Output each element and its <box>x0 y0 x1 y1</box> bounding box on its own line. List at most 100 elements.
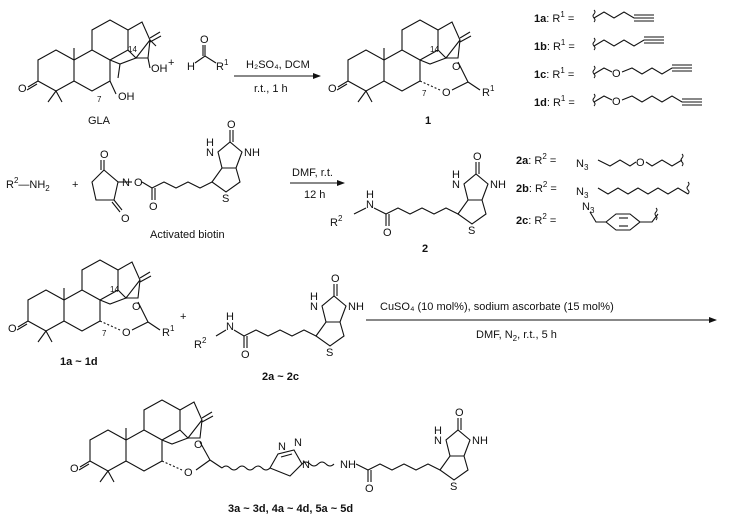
aldehyde-structure <box>194 45 217 64</box>
r1-row-1d: 1d: R1 = <box>534 94 575 109</box>
r3-amide-o: O <box>241 349 250 361</box>
final-product-label: 3a ~ 3d, 4a ~ 4d, 5a ~ 5d <box>228 503 353 515</box>
gla-ketone-o: O <box>18 83 27 95</box>
biotin-s: S <box>222 193 229 205</box>
r2-row-2a: 2a: R2 = <box>516 152 556 167</box>
nhs-o4: O <box>149 201 158 213</box>
nhs-o3: O <box>134 177 143 189</box>
r3-b-n: N <box>310 301 318 313</box>
plus-1: + <box>168 57 174 69</box>
plus-2: + <box>72 179 78 191</box>
p2-biotin-s: S <box>468 225 475 237</box>
r3-b-s: S <box>326 347 333 359</box>
nhs-n: N <box>122 177 130 189</box>
r1-row-1b: 1b: R1 = <box>534 38 575 53</box>
r2-row-2b: 2b: R2 = <box>516 180 557 195</box>
biotin-n: N <box>206 147 214 159</box>
r1-1c-o: O <box>612 68 621 80</box>
p2-n: N <box>366 199 374 211</box>
r3-o1: O <box>132 301 141 313</box>
cond1-bottom: r.t., 1 h <box>254 83 288 95</box>
p2-biotin-h: H <box>452 169 460 181</box>
p1-ketone-o: O <box>328 83 337 95</box>
r3-ketone-o: O <box>8 323 17 335</box>
activated-biotin-label: Activated biotin <box>150 229 225 241</box>
activated-biotin-structure <box>91 130 243 213</box>
p2-o: O <box>383 227 392 239</box>
aldehyde-h: H <box>187 61 195 73</box>
triazole-n3: N <box>302 459 310 471</box>
cond3-bottom: DMF, N2, r.t., 5 h <box>476 329 557 343</box>
final-product-structure <box>78 399 471 483</box>
triazole-n2: N <box>294 437 302 449</box>
r3-b-nh: NH <box>348 301 364 313</box>
final-ketone-o: O <box>70 463 79 475</box>
cond3-top: CuSO₄ (10 mol%), sodium ascorbate (15 mo… <box>380 301 614 313</box>
p1-atom-14: 14 <box>430 45 439 54</box>
final-b-h: H <box>434 425 442 437</box>
p2-biotin-n: N <box>452 179 460 191</box>
reactant-2-row3-label: 2a ~ 2c <box>262 371 299 383</box>
cond2-top: DMF, r.t. <box>292 167 333 179</box>
gla-structure <box>26 19 162 103</box>
product-2-label: 2 <box>422 243 428 255</box>
final-amide-o: O <box>365 483 374 495</box>
p1-o1: O <box>452 61 461 73</box>
p2-h: H <box>366 189 374 201</box>
aldehyde-r: R1 <box>216 58 229 73</box>
gla-atom-7: 7 <box>97 95 102 104</box>
r3-h: H <box>226 311 234 323</box>
r3-b-h: H <box>310 291 318 303</box>
final-b-n: N <box>434 435 442 447</box>
final-b-nh: NH <box>472 435 488 447</box>
r2-list: 2a: R2 = 2b: R2 = 2c: R2 = <box>516 152 690 231</box>
product-2-structure <box>353 162 489 226</box>
p2-r2: R2 <box>330 214 343 229</box>
final-b-o: O <box>455 407 464 419</box>
reactant-1-row3-label: 1a ~ 1d <box>60 356 98 368</box>
p1-atom-7: 7 <box>422 89 427 98</box>
r1-row-1a: 1a: R1 = <box>534 10 574 25</box>
product-1-label: 1 <box>425 115 431 127</box>
r2-2c-n3: N3 <box>582 201 595 215</box>
r3-b-o: O <box>331 273 340 285</box>
final-o2: O <box>184 467 193 479</box>
gla-atom-14: 14 <box>128 45 137 54</box>
r1-row-1c: 1c: R1 = <box>534 66 574 81</box>
p2-biotin-o: O <box>473 151 482 163</box>
amine: R2—NH2 <box>6 176 50 193</box>
r2-row-2c: 2c: R2 = <box>516 212 556 227</box>
product-1-structure <box>336 19 481 103</box>
nhs-o1: O <box>100 149 109 161</box>
r3-atom-7: 7 <box>102 329 107 338</box>
r3-atom-14: 14 <box>110 285 119 294</box>
r1-1d-o: O <box>612 96 621 108</box>
reactant-1-row3-structure <box>16 259 161 343</box>
aldehyde-o: O <box>200 34 209 46</box>
gla-oh-top: OH <box>151 63 168 75</box>
plus-3: + <box>180 311 186 323</box>
gla-oh-bottom: OH <box>118 91 135 103</box>
reactant-2-row3-structure <box>215 284 347 348</box>
p1-o2: O <box>442 87 451 99</box>
p1-r1: R1 <box>482 84 495 99</box>
r3-r2: R2 <box>194 336 207 351</box>
p2-biotin-nh: NH <box>490 179 506 191</box>
r3-r1: R1 <box>162 324 175 339</box>
final-nh: NH <box>340 459 356 471</box>
r3-n: N <box>226 321 234 333</box>
biotin-o: O <box>227 119 236 131</box>
gla-label: GLA <box>88 115 111 127</box>
final-o1: O <box>194 439 203 451</box>
cond1-top: H₂SO₄, DCM <box>246 59 310 71</box>
r3-o2: O <box>122 327 131 339</box>
final-b-s: S <box>450 481 457 493</box>
biotin-nh: NH <box>244 147 260 159</box>
triazole-n1: N <box>278 441 286 453</box>
nhs-o2: O <box>121 213 130 225</box>
r1-list: 1a: R1 = 1b: R1 = 1c: R1 = 1d: R1 = <box>534 9 702 109</box>
r2-2a-o: O <box>636 157 645 169</box>
r2-2b-n3: N3 <box>576 186 589 200</box>
